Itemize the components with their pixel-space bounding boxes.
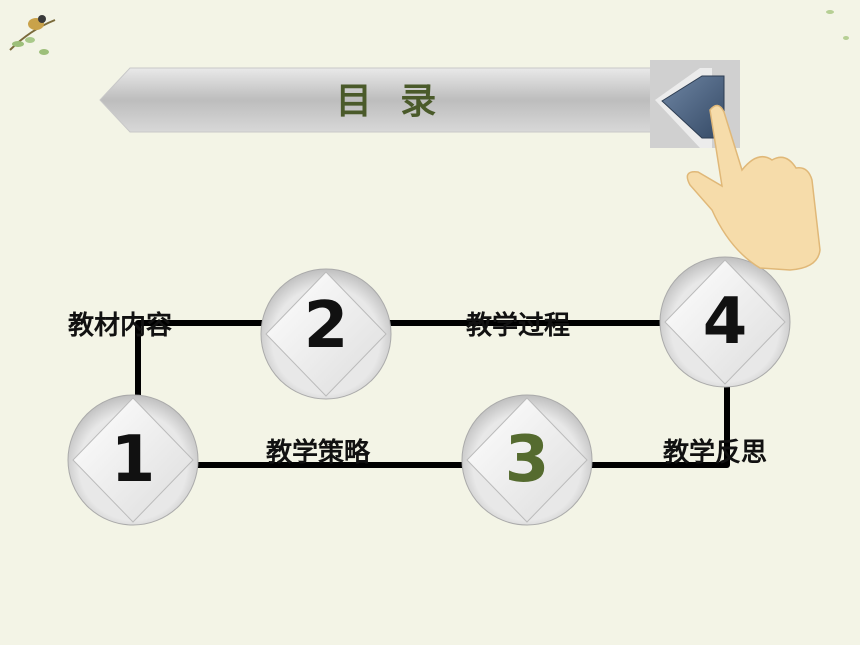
bird-branch-icon <box>9 15 56 55</box>
step-path <box>135 320 730 468</box>
leaf-icon <box>826 10 849 40</box>
step-number-2: 2 <box>303 289 349 363</box>
step-label-3[interactable]: 教学过程 <box>466 311 571 341</box>
step-badge-2[interactable] <box>260 268 392 400</box>
back-arrow-icon[interactable] <box>655 68 725 148</box>
step-number-3: 3 <box>504 423 550 497</box>
page-title: 目 录 <box>335 81 445 122</box>
pointing-hand-icon <box>686 104 821 271</box>
step-badge-4[interactable] <box>659 256 791 388</box>
step-label-1[interactable]: 教学策略 <box>266 438 371 468</box>
step-badge-3[interactable] <box>461 394 593 526</box>
step-number-1: 1 <box>110 423 156 497</box>
step-label-2[interactable]: 教材内容 <box>68 311 173 341</box>
step-badge-1[interactable] <box>67 394 199 526</box>
step-number-4: 4 <box>702 285 748 359</box>
step-label-4[interactable]: 教学反思 <box>663 438 768 468</box>
